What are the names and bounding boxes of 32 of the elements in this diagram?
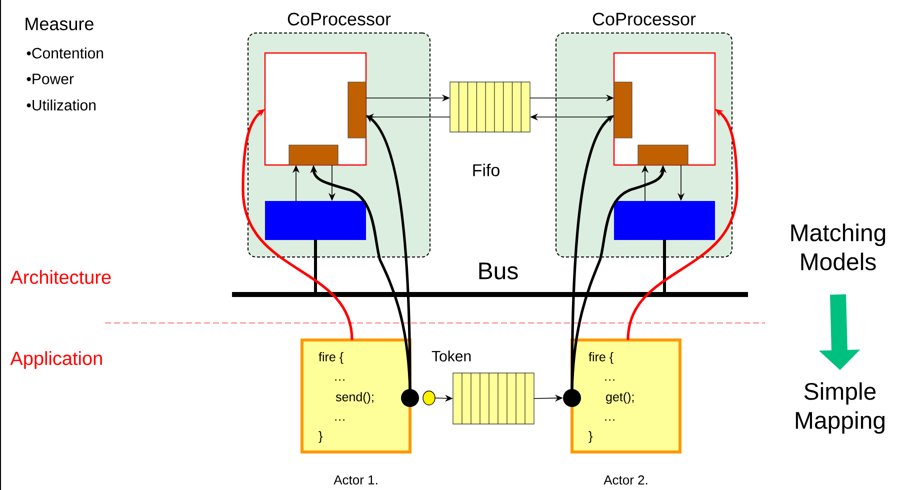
label-text: •Power — [26, 74, 74, 84]
label-text: •Contention — [26, 47, 104, 58]
node-label: Token — [432, 350, 471, 362]
actor-box: fire { … send(); … } — [300, 338, 412, 454]
arrow — [242, 109, 354, 340]
label-text: Architecture — [10, 270, 111, 284]
memory-block — [614, 201, 715, 240]
actor-caption: Actor 1. — [334, 475, 378, 485]
token-circle — [422, 390, 436, 406]
node-label: CoProcessor — [288, 12, 391, 26]
connector-line — [663, 240, 666, 292]
bus-line: Bus — [232, 262, 748, 297]
port-dot — [563, 388, 581, 407]
actor-caption: Actor 2. — [604, 475, 648, 485]
label-text: Measure — [26, 18, 94, 30]
actor-box: fire { … get(); … } — [570, 338, 682, 454]
port-bar — [348, 82, 366, 138]
heading-text: Simple Mapping — [796, 382, 884, 434]
fifo-queue: Token — [432, 350, 534, 424]
port-bar — [614, 82, 632, 138]
port-bar — [638, 144, 688, 166]
label-text: •Utilization — [26, 99, 96, 110]
port-bar — [288, 144, 338, 166]
heading-text: Matching Models — [791, 224, 886, 270]
memory-block — [265, 201, 366, 240]
node-label: Fifo — [473, 164, 500, 176]
fifo-queue: Fifo — [450, 82, 530, 176]
node-label: CoProcessor — [592, 12, 696, 26]
connector-line — [314, 240, 317, 292]
label-text: Application — [10, 351, 102, 369]
port-dot — [401, 388, 419, 407]
arrow — [626, 109, 738, 340]
